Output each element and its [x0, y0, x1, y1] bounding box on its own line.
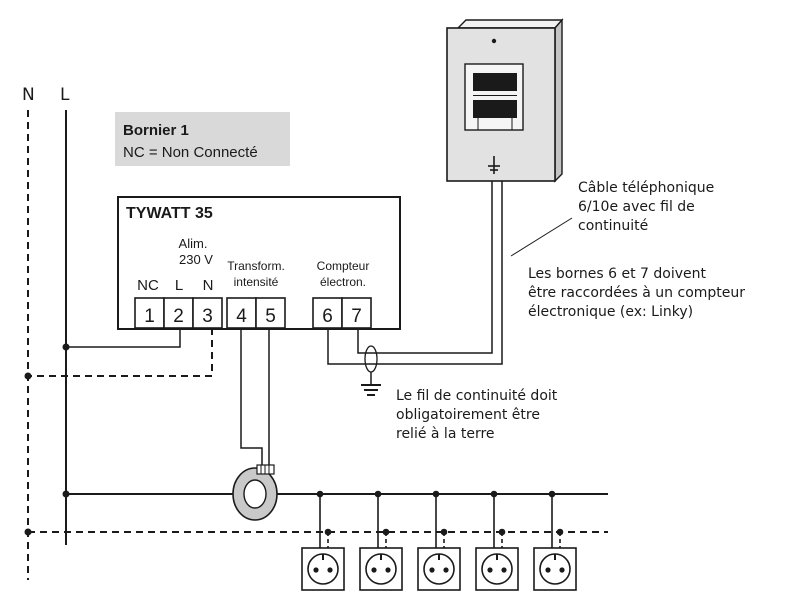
- terminal-box-5: [255, 297, 286, 329]
- outlet: [533, 490, 577, 591]
- bornes-text-2: être raccordées à un compteur: [528, 285, 745, 301]
- neutral-label: N: [22, 85, 35, 105]
- earth-text-3: relié à la terre: [396, 426, 495, 442]
- outlet: [417, 490, 461, 591]
- bornes-annotation: Les bornes 6 et 7 doivent être raccordée…: [528, 266, 745, 320]
- terminal-number-4: 4: [236, 306, 247, 327]
- earth-ground-icon: [361, 384, 381, 396]
- alim-label-2: 230 V: [179, 252, 213, 267]
- earth-text-2: obligatoirement être: [396, 407, 540, 423]
- line-label: L: [60, 85, 70, 105]
- terminal-label-n: N: [203, 277, 214, 294]
- terminal-number-2: 2: [173, 306, 184, 327]
- legend-note: NC = Non Connecté: [123, 144, 258, 161]
- earth-annotation: Le fil de continuité doit obligatoiremen…: [396, 388, 558, 442]
- electronic-meter: [446, 18, 564, 183]
- terminal-label-nc: NC: [137, 277, 159, 294]
- legend-box: Bornier 1 NC = Non Connecté: [115, 112, 290, 166]
- transfo-label-2: intensité: [234, 275, 279, 289]
- terminal-number-7: 7: [351, 306, 362, 327]
- terminal-number-6: 6: [322, 306, 333, 327]
- tywatt-device: TYWATT 35 Alim. 230 V Transform. intensi…: [117, 196, 401, 330]
- cable-leader-line: [510, 217, 573, 257]
- bornes-text-3: électronique (ex: Linky): [528, 304, 693, 320]
- outlet: [475, 490, 519, 591]
- terminal-number-5: 5: [265, 306, 276, 327]
- terminal-box-7: [341, 297, 372, 329]
- supply-wiring: [24, 328, 213, 380]
- terminal-label-l: L: [175, 277, 183, 294]
- terminal-number-1: 1: [144, 306, 155, 327]
- cable-text-2: 6/10e avec fil de: [578, 199, 695, 215]
- earth-text-1: Le fil de continuité doit: [396, 388, 558, 404]
- device-name: TYWATT 35: [126, 205, 213, 222]
- transfo-label-1: Transform.: [227, 259, 285, 273]
- terminal-box-2: [163, 297, 194, 329]
- outlet: [359, 490, 403, 591]
- cable-text-3: continuité: [578, 218, 648, 234]
- alim-label-1: Alim.: [179, 236, 208, 251]
- legend-title: Bornier 1: [123, 122, 189, 139]
- compteur-label-2: électron.: [320, 275, 366, 289]
- outlet: [301, 490, 345, 591]
- compteur-label-1: Compteur: [317, 259, 370, 273]
- ct-wiring: [240, 328, 270, 468]
- telephone-cable: [327, 181, 503, 384]
- outlets: [301, 490, 577, 591]
- bornes-text-1: Les bornes 6 et 7 doivent: [528, 266, 706, 282]
- cable-text-1: Câble téléphonique: [578, 180, 714, 196]
- current-transformer: [232, 464, 278, 521]
- cable-annotation: Câble téléphonique 6/10e avec fil de con…: [578, 180, 714, 234]
- terminal-box-3: [192, 297, 223, 329]
- mains-lines: N L: [22, 85, 70, 580]
- terminal-number-3: 3: [202, 306, 213, 327]
